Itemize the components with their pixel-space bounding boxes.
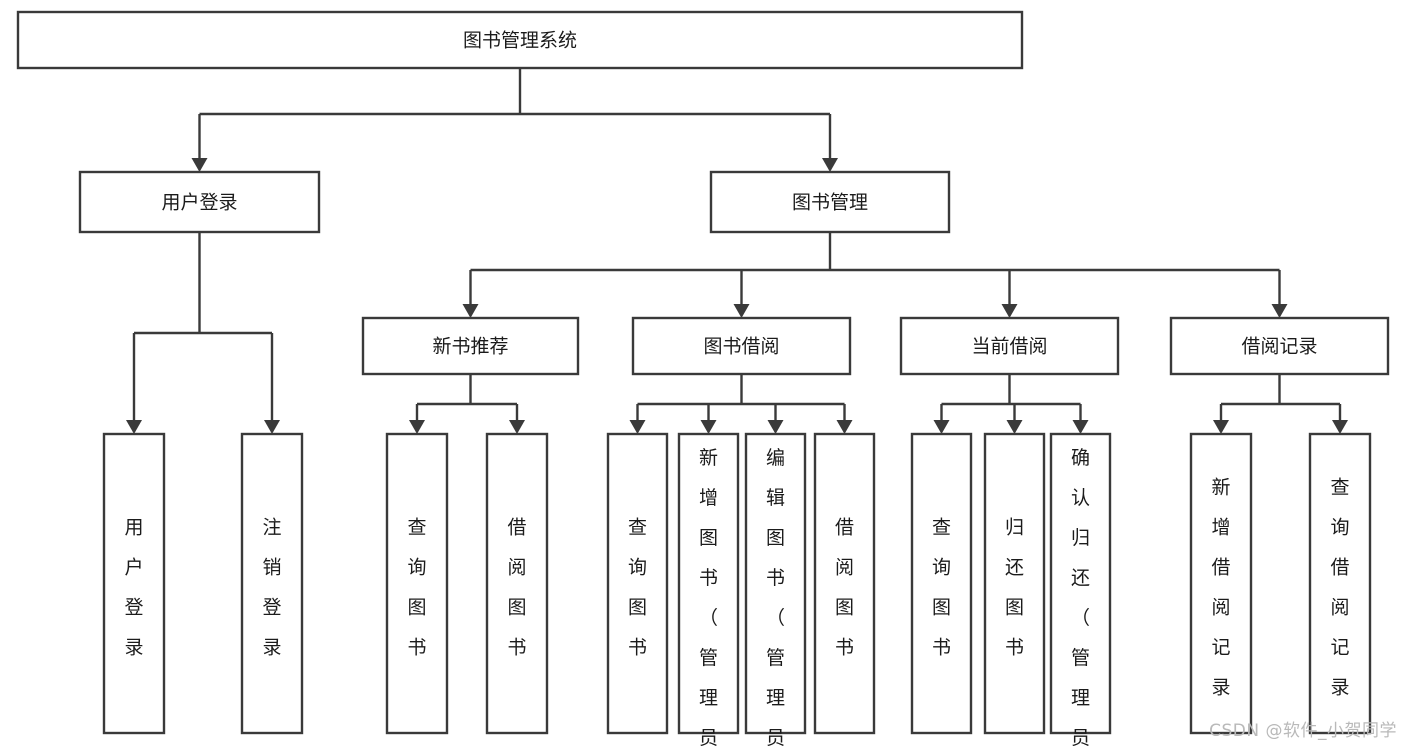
node-label: 图书借阅 — [703, 336, 779, 358]
node-box — [1189, 432, 1253, 735]
node-label: 查询图书 — [628, 517, 647, 659]
arrowhead-icon — [1072, 420, 1089, 434]
node-label: 确认归还（管理员） — [1071, 447, 1090, 747]
arrowhead-icon — [191, 158, 208, 172]
node-label: 归还图书 — [1005, 517, 1024, 659]
node-box — [631, 316, 852, 376]
arrowhead-icon — [462, 304, 479, 318]
arrowhead-icon — [1001, 304, 1018, 318]
arrowhead-icon — [1271, 304, 1288, 318]
arrowhead-icon — [126, 420, 142, 434]
node-label: 借阅图书 — [507, 517, 526, 659]
leaf-node-leaf-query-book-2[interactable]: 查询图书 — [606, 432, 669, 735]
node-label: 当前借阅 — [971, 336, 1047, 358]
leaf-node-leaf-return-book[interactable]: 归还图书 — [983, 432, 1046, 735]
node-box — [677, 432, 740, 735]
node-box — [983, 432, 1046, 735]
connector-layer — [126, 68, 1348, 434]
node-label: 图书管理系统 — [463, 30, 577, 52]
level2-node-user-login[interactable]: 用户登录 — [78, 170, 321, 234]
node-box — [361, 316, 580, 376]
node-label: 新增借阅记录 — [1211, 477, 1230, 699]
arrowhead-icon — [822, 158, 838, 172]
leaf-node-leaf-confirm-return[interactable]: 确认归还（管理员） — [1049, 432, 1112, 747]
node-box — [1169, 316, 1390, 376]
arrowhead-icon — [264, 420, 280, 434]
node-label: 编辑图书（管理员） — [766, 447, 785, 747]
level3-node-new-book-recommend[interactable]: 新书推荐 — [361, 316, 580, 376]
leaf-node-leaf-edit-book[interactable]: 编辑图书（管理员） — [744, 432, 807, 747]
node-label: 借阅图书 — [835, 517, 854, 659]
csdn-watermark: CSDN @软件_小贺同学 — [1209, 721, 1397, 741]
node-box — [1308, 432, 1372, 735]
root-node-root[interactable]: 图书管理系统 — [16, 10, 1024, 70]
node-box — [606, 432, 669, 735]
arrowhead-icon — [409, 420, 425, 434]
arrowhead-icon — [700, 420, 717, 434]
node-box — [813, 432, 876, 735]
arrowhead-icon — [509, 420, 525, 434]
arrowhead-icon — [733, 304, 750, 318]
arrowhead-icon — [767, 420, 784, 434]
leaf-node-leaf-query-record[interactable]: 查询借阅记录 — [1308, 432, 1372, 735]
level3-node-borrow-record[interactable]: 借阅记录 — [1169, 316, 1390, 376]
node-label: 用户登录 — [161, 192, 237, 214]
node-label: 新增图书（管理员） — [699, 447, 718, 747]
node-box — [1049, 432, 1112, 735]
arrowhead-icon — [933, 420, 950, 434]
level3-node-current-borrow[interactable]: 当前借阅 — [899, 316, 1120, 376]
node-label: 新书推荐 — [432, 336, 508, 358]
node-box — [485, 432, 549, 735]
node-box — [102, 432, 166, 735]
node-label: 注销登录 — [262, 517, 281, 659]
node-box — [16, 10, 1024, 70]
leaf-node-leaf-add-book[interactable]: 新增图书（管理员） — [677, 432, 740, 747]
node-box — [709, 170, 951, 234]
leaf-node-leaf-user-login[interactable]: 用户登录 — [102, 432, 166, 735]
level3-node-book-borrow[interactable]: 图书借阅 — [631, 316, 852, 376]
node-box — [385, 432, 449, 735]
arrowhead-icon — [1213, 420, 1229, 434]
node-box — [899, 316, 1120, 376]
node-layer: 图书管理系统用户登录图书管理新书推荐图书借阅当前借阅借阅记录用户登录注销登录查询… — [16, 10, 1390, 747]
node-box — [240, 432, 304, 735]
node-box — [744, 432, 807, 735]
level2-node-book-management[interactable]: 图书管理 — [709, 170, 951, 234]
node-label: 图书管理 — [792, 192, 868, 214]
node-label: 查询借阅记录 — [1330, 477, 1349, 699]
node-label: 查询图书 — [407, 517, 426, 659]
leaf-node-leaf-query-book-1[interactable]: 查询图书 — [385, 432, 449, 735]
arrowhead-icon — [1332, 420, 1348, 434]
leaf-node-leaf-query-book-3[interactable]: 查询图书 — [910, 432, 973, 735]
node-label: 用户登录 — [124, 517, 143, 659]
leaf-node-leaf-borrow-book-1[interactable]: 借阅图书 — [485, 432, 549, 735]
arrowhead-icon — [1006, 420, 1023, 434]
node-box — [910, 432, 973, 735]
node-label: 查询图书 — [932, 517, 951, 659]
leaf-node-leaf-add-record[interactable]: 新增借阅记录 — [1189, 432, 1253, 735]
leaf-node-leaf-borrow-book-2[interactable]: 借阅图书 — [813, 432, 876, 735]
arrowhead-icon — [836, 420, 853, 434]
node-label: 借阅记录 — [1241, 336, 1317, 358]
arrowhead-icon — [629, 420, 646, 434]
leaf-node-leaf-user-logout[interactable]: 注销登录 — [240, 432, 304, 735]
node-box — [78, 170, 321, 234]
